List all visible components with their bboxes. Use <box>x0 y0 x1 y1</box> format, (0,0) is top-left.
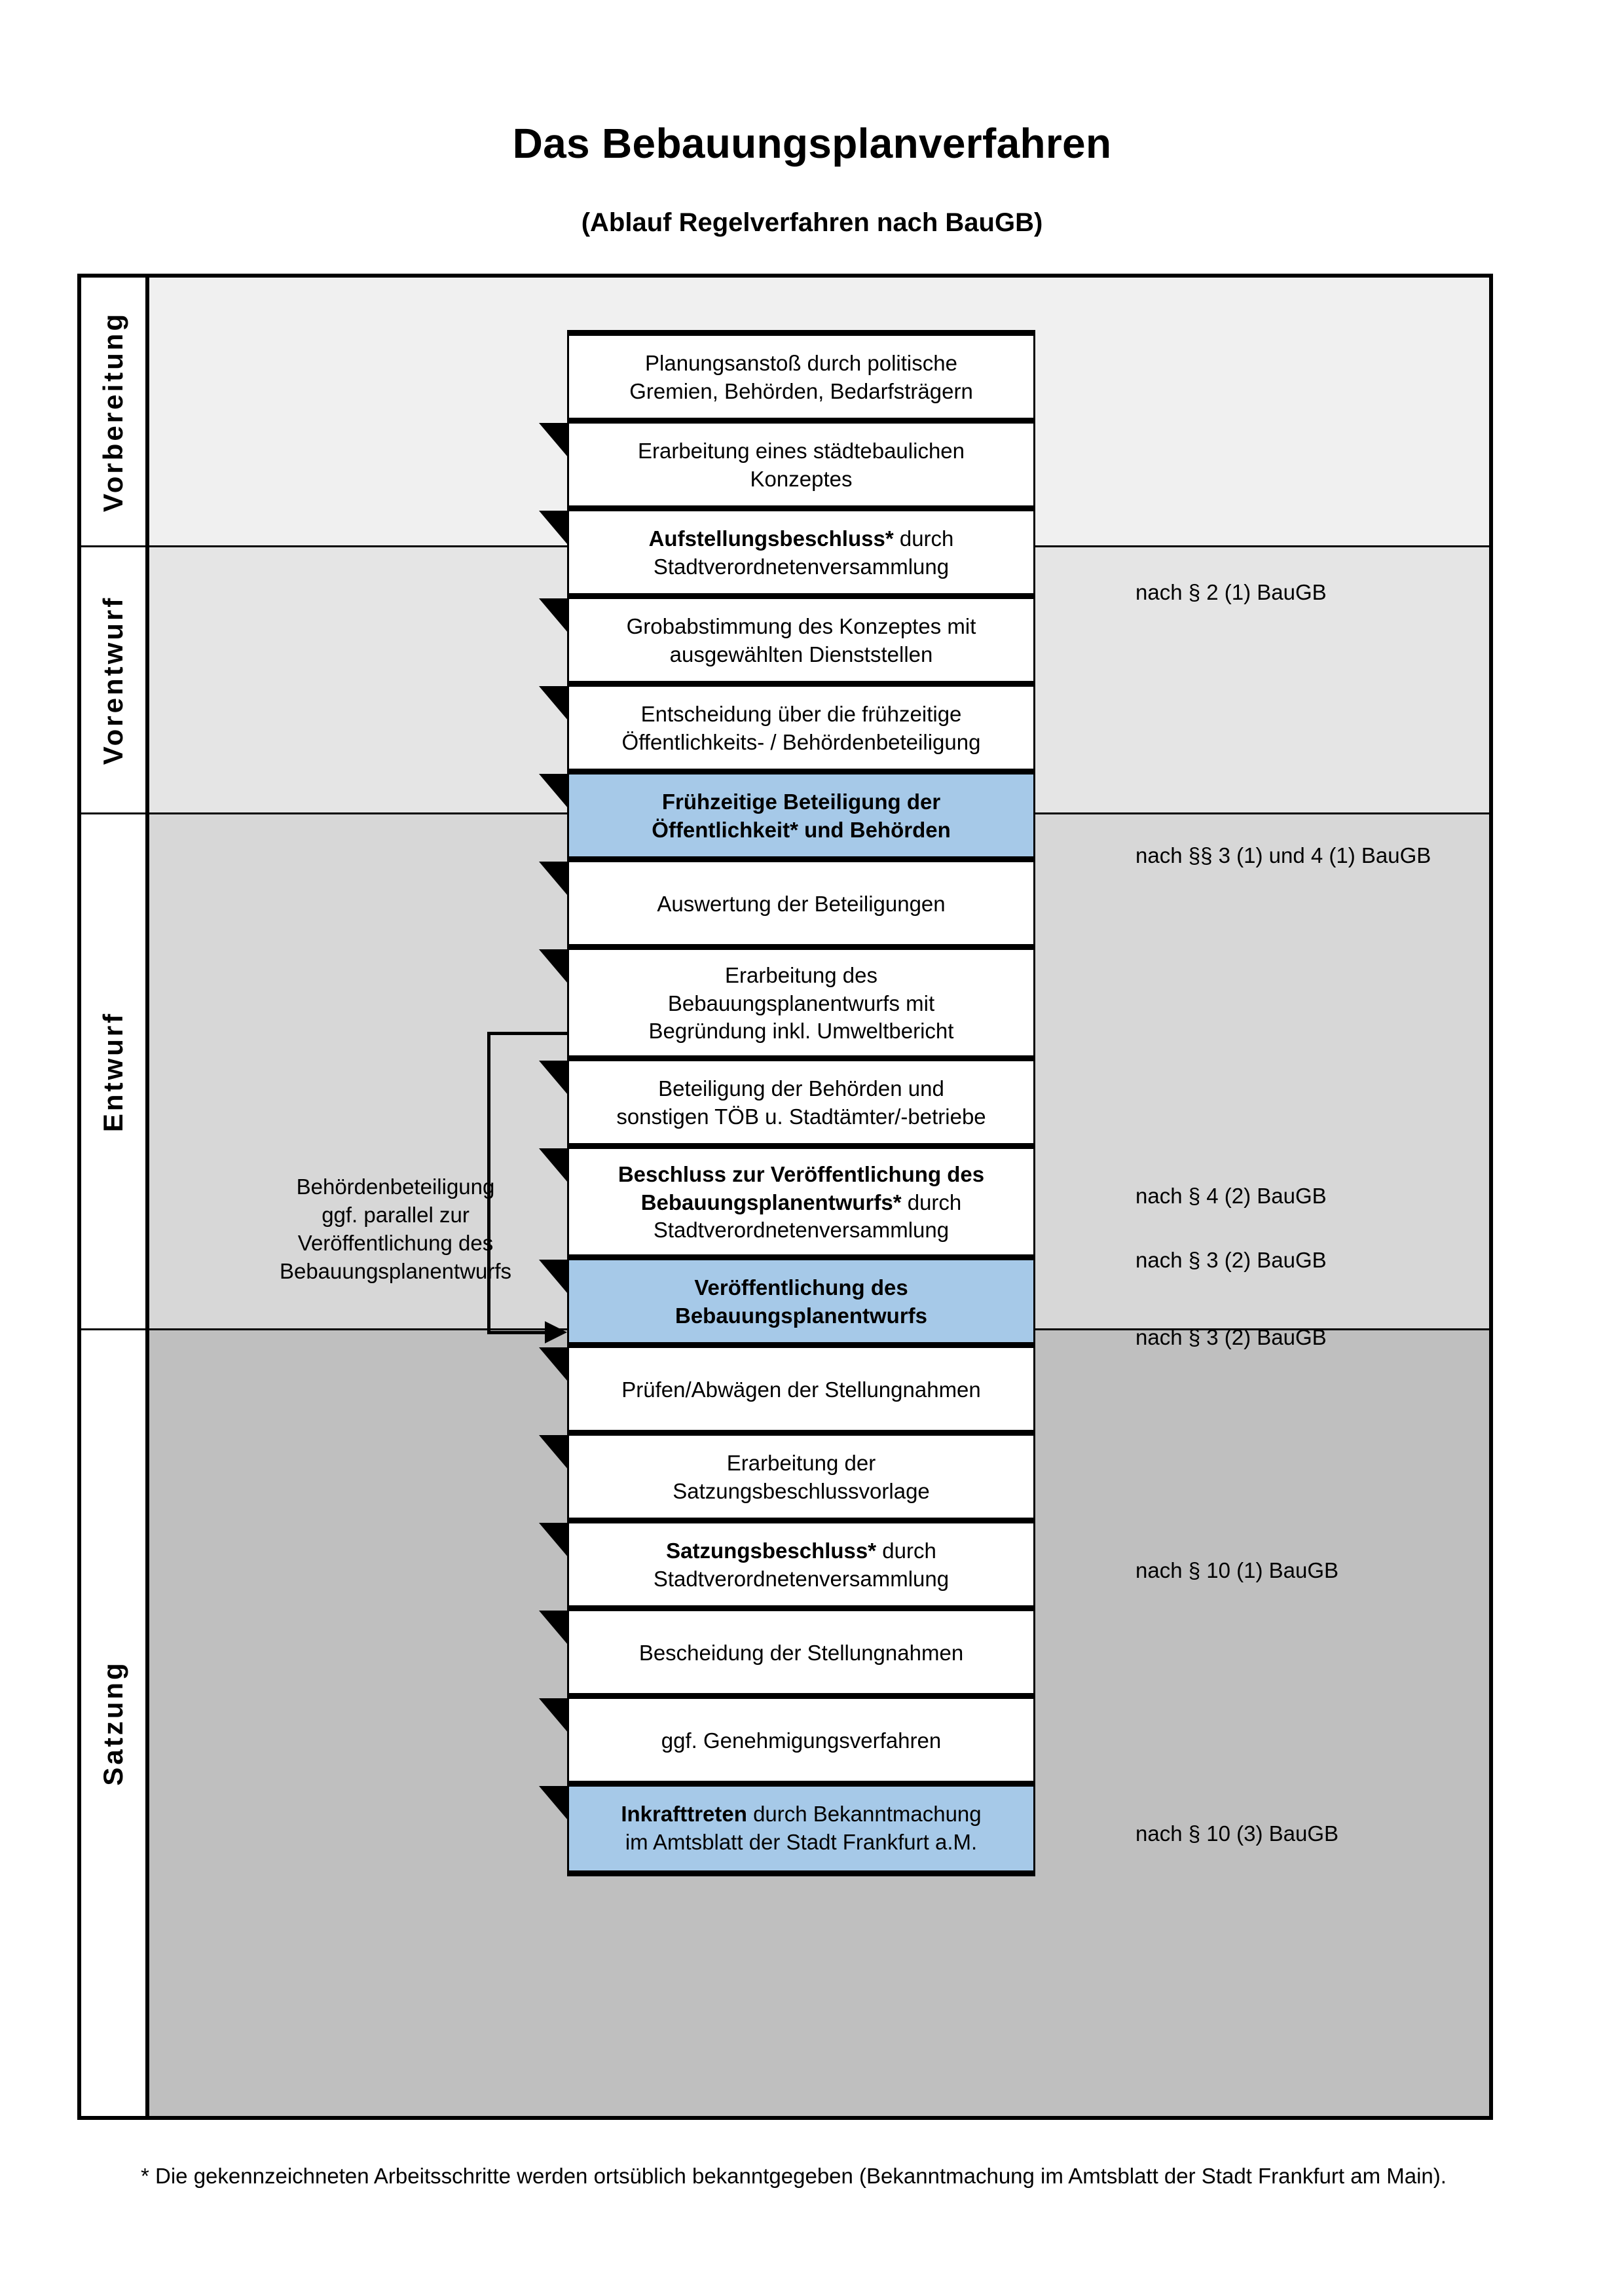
process-box-veroeffentlichung-bebauungsplanentwurf[interactable]: Veröffentlichung des Bebauungsplanentwur… <box>567 1254 1035 1350</box>
process-box-staedtebauliches-konzept[interactable]: Erarbeitung eines städtebaulichen Konzep… <box>567 418 1035 513</box>
step-line-2: Stadtverordnetenversammlung <box>653 555 950 579</box>
phase-cell-satzung: Satzung <box>81 1330 145 2116</box>
step-line-3: Begründung inkl. Umweltbericht <box>648 1019 954 1044</box>
bracket-vertical-segment <box>487 1032 490 1334</box>
step-line-1: Planungsanstoß durch politische <box>645 351 957 376</box>
phase-cell-vorbereitung: Vorbereitung <box>81 278 145 546</box>
step-bold-1: Satzungsbeschluss* <box>666 1539 877 1563</box>
step-line-3: Stadtverordnetenversammlung <box>653 1218 950 1243</box>
step-line-2: Satzungsbeschlussvorlage <box>673 1479 930 1503</box>
step-line-2: Stadtverordnetenversammlung <box>653 1567 950 1591</box>
legal-note-paragraph-3-2-b: nach § 3 (2) BauGB <box>1135 1325 1327 1349</box>
step-bold-1: Veröffentlichung des <box>694 1275 908 1300</box>
process-box-aufstellungsbeschluss[interactable]: Aufstellungsbeschluss* durch Stadtverord… <box>567 505 1035 601</box>
step-line-2: ausgewählten Dienststellen <box>669 642 933 666</box>
step-line-2: Konzeptes <box>750 467 853 491</box>
bracket-top-segment <box>487 1032 567 1035</box>
phase-label-entwurf: Entwurf <box>98 1011 128 1133</box>
step-line-1: Bescheidung der Stellungnahmen <box>638 1640 964 1665</box>
process-box-beteiligung-behoerden[interactable]: Beteiligung der Behörden und sonstigen T… <box>567 1055 1035 1151</box>
side-note-line-2: ggf. parallel zur <box>322 1202 470 1227</box>
process-box-grobabstimmung[interactable]: Grobabstimmung des Konzeptes mit ausgewä… <box>567 593 1035 689</box>
legal-note-paragraph-10-1: nach § 10 (1) BauGB <box>1135 1558 1339 1582</box>
process-box-entscheidung-fruehzeitige-beteiligung[interactable]: Entscheidung über die frühzeitige Öffent… <box>567 681 1035 776</box>
process-box-planungsanstoss[interactable]: Planungsanstoß durch politische Gremien,… <box>567 330 1035 426</box>
step-bold-1: Aufstellungsbeschluss* <box>648 526 894 551</box>
process-box-satzungsbeschluss[interactable]: Satzungsbeschluss* durch Stadtverordnete… <box>567 1518 1035 1613</box>
step-line-1: Entscheidung über die frühzeitige <box>640 702 962 727</box>
phase-label-satzung: Satzung <box>98 1660 128 1786</box>
phase-label-vorbereitung: Vorbereitung <box>98 311 128 513</box>
step-line-1: Erarbeitung eines städtebaulichen <box>637 439 965 464</box>
step-line-2: im Amtsblatt der Stadt Frankfurt a.M. <box>625 1830 978 1854</box>
legal-note-paragraph-3-2-a: nach § 3 (2) BauGB <box>1135 1248 1327 1272</box>
bracket-arrowhead-icon <box>545 1321 567 1343</box>
step-line-1: Auswertung der Beteiligungen <box>657 891 946 916</box>
flowchart-frame: Vorbereitung Vorentwurf Entwurf Satzung … <box>77 274 1493 2120</box>
step-rest-1: durch <box>893 526 954 551</box>
legal-note-paragraph-4-2: nach § 4 (2) BauGB <box>1135 1184 1327 1208</box>
process-box-inkrafttreten[interactable]: Inkrafttreten durch Bekanntmachung im Am… <box>567 1781 1035 1876</box>
bracket-bottom-segment <box>487 1331 546 1334</box>
process-box-fruehzeitige-beteiligung[interactable]: Frühzeitige Beteiligung der Öffentlichke… <box>567 769 1035 864</box>
page-subtitle: (Ablauf Regelverfahren nach BauGB) <box>581 208 1043 237</box>
phase-label-divider <box>145 278 149 2116</box>
step-line-1: Grobabstimmung des Konzeptes mit <box>626 614 976 639</box>
step-rest-1: durch <box>876 1539 936 1563</box>
footnote-text: * Die gekennzeichneten Arbeitsschritte w… <box>141 2164 1447 2188</box>
step-rest-1: durch Bekanntmachung <box>747 1802 982 1827</box>
process-box-genehmigungsverfahren[interactable]: ggf. Genehmigungsverfahren <box>567 1693 1035 1789</box>
step-line-2: sonstigen TÖB u. Stadtämter/-betriebe <box>616 1104 986 1129</box>
step-line-1: Erarbeitung des <box>725 962 877 987</box>
legal-note-paragraph-3-1-4-1: nach §§ 3 (1) und 4 (1) BauGB <box>1135 843 1431 867</box>
phase-cell-entwurf: Entwurf <box>81 814 145 1329</box>
step-line-1: Beteiligung der Behörden und <box>658 1076 944 1101</box>
step-line-1: Prüfen/Abwägen der Stellungnahmen <box>621 1377 981 1402</box>
phase-cell-vorentwurf: Vorentwurf <box>81 547 145 813</box>
step-bold-1: Inkrafttreten <box>621 1802 747 1827</box>
step-bold-1: Frühzeitige Beteiligung der <box>661 790 941 814</box>
step-bold-2: Öffentlichkeit* und Behörden <box>652 818 951 842</box>
phase-label-vorentwurf: Vorentwurf <box>98 595 128 765</box>
process-box-erarbeitung-bebauungsplanentwurf[interactable]: Erarbeitung des Bebauungsplanentwurfs mi… <box>567 944 1035 1063</box>
step-line-2: Gremien, Behörden, Bedarfsträgern <box>629 379 973 403</box>
side-note-line-3: Veröffentlichung des <box>297 1230 494 1255</box>
side-note-line-1: Behördenbeteiligung <box>296 1175 495 1199</box>
step-bold-2: Bebauungsplanentwurfs <box>674 1303 928 1328</box>
step-line-2: Öffentlichkeits- / Behördenbeteiligung <box>621 730 981 754</box>
step-line-2: Bebauungsplanentwurfs mit <box>667 991 935 1015</box>
process-box-bescheidung-stellungnahmen[interactable]: Bescheidung der Stellungnahmen <box>567 1605 1035 1701</box>
process-box-pruefen-abwaegen[interactable]: Prüfen/Abwägen der Stellungnahmen <box>567 1342 1035 1438</box>
legal-note-paragraph-10-3: nach § 10 (3) BauGB <box>1135 1821 1339 1846</box>
side-note-behoerdenbeteiligung: Behördenbeteiligung ggf. parallel zur Ve… <box>251 1173 540 1286</box>
step-bold-1: Beschluss zur Veröffentlichung des <box>618 1161 985 1186</box>
side-note-line-4: Bebauungsplanentwurfs <box>279 1258 512 1283</box>
process-box-auswertung-beteiligungen[interactable]: Auswertung der Beteiligungen <box>567 856 1035 952</box>
step-line-1: ggf. Genehmigungsverfahren <box>661 1728 942 1753</box>
step-line-1: Erarbeitung der <box>726 1451 876 1476</box>
process-box-beschluss-veroeffentlichung[interactable]: Beschluss zur Veröffentlichung des Bebau… <box>567 1143 1035 1262</box>
step-bold-2: Bebauungsplanentwurfs* <box>640 1190 902 1214</box>
legal-note-paragraph-2-1: nach § 2 (1) BauGB <box>1135 580 1327 604</box>
process-box-erarbeitung-satzungsbeschlussvorlage[interactable]: Erarbeitung der Satzungsbeschlussvorlage <box>567 1430 1035 1525</box>
page-title: Das Bebauungsplanverfahren <box>512 120 1112 167</box>
step-rest-2: durch <box>901 1190 962 1214</box>
